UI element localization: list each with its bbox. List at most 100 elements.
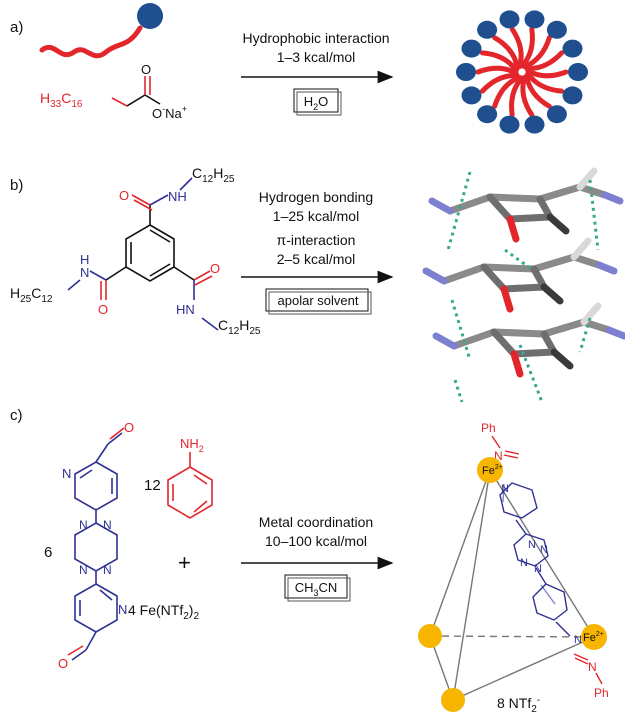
micelle-head <box>524 115 545 134</box>
svg-text:N: N <box>574 634 582 646</box>
micelle-tail <box>509 75 525 118</box>
panel-c-condition-2: 10–100 kcal/mol <box>265 533 367 549</box>
panel-c-condition-1: Metal coordination <box>259 514 373 530</box>
sodium-palmitate-structure: H33C16 O O-Na+ <box>40 62 187 121</box>
micelle-head <box>524 10 545 29</box>
surfactant-head-icon <box>137 3 163 29</box>
micelle-tail <box>525 71 565 94</box>
micelle-icon <box>456 10 588 134</box>
panel-b: b) O NH C12H25 O H N <box>10 165 625 403</box>
svg-text:N: N <box>103 518 112 532</box>
micelle-head <box>568 63 588 81</box>
panel-a-condition-1: Hydrophobic interaction <box>242 30 389 46</box>
svg-text:O: O <box>124 420 134 435</box>
bispyridyl-tetrazine-ligand <box>67 427 125 661</box>
micelle-tail <box>519 26 535 69</box>
cage-vertex-left <box>418 624 442 648</box>
panel-b-condition-1: Hydrogen bonding <box>259 189 373 205</box>
hydrogen-bond-line <box>588 179 600 251</box>
micelle-head <box>546 105 567 124</box>
counterion-label: 8 NTf2- <box>497 695 540 715</box>
svg-text:O: O <box>119 188 129 203</box>
panel-b-solvent: apolar solvent <box>278 293 359 308</box>
micelle-head <box>546 20 567 39</box>
micelle-head <box>461 86 482 105</box>
cage-vertex-fe-right <box>581 624 607 650</box>
svg-text:N: N <box>540 544 548 556</box>
cage-vertex-bottom <box>441 688 465 712</box>
hydrogen-bond-line <box>578 317 592 353</box>
panel-b-label: b) <box>10 177 23 194</box>
micelle-tail <box>479 73 520 94</box>
svg-text:N: N <box>534 563 542 575</box>
micelle-tail <box>475 65 519 76</box>
svg-text:H33C16: H33C16 <box>40 90 83 110</box>
hydrogen-bond-line <box>453 379 464 403</box>
supramolecular-stack-icon <box>422 167 625 403</box>
hydrogen-bond-line <box>450 299 472 361</box>
svg-text:H: H <box>80 252 89 267</box>
btam-structure: O NH C12H25 O H N H25C12 O HN <box>10 165 261 337</box>
svg-text:O: O <box>141 62 151 77</box>
micelle-head <box>499 10 520 29</box>
micelle-tail <box>479 50 519 73</box>
panel-c-label: c) <box>10 407 23 424</box>
panel-c: c) 6 O O N N N N N <box>10 407 609 715</box>
ligand-coefficient: 6 <box>44 544 52 561</box>
micelle-head <box>477 20 498 39</box>
svg-text:N: N <box>588 660 597 674</box>
panel-a-solvent-box <box>293 88 339 113</box>
svg-text:O: O <box>210 261 220 276</box>
panel-c-solvent: CH3CN <box>295 580 338 598</box>
micelle-head <box>461 39 482 58</box>
svg-text:N: N <box>501 483 509 495</box>
stack-layer <box>422 237 618 313</box>
surfactant-tail-icon <box>39 25 143 59</box>
aniline-nh2: NH2 <box>180 436 204 454</box>
micelle-head <box>477 105 498 124</box>
panel-b-solvent-box <box>265 288 369 312</box>
hydrogen-bond-line <box>504 248 531 270</box>
svg-text:N: N <box>79 518 88 532</box>
micelle-head <box>499 115 520 134</box>
panel-a: a) H33C16 O O-Na+ Hydrophobic interactio… <box>10 3 588 134</box>
svg-text:N: N <box>62 466 71 481</box>
aniline-coefficient: 12 <box>144 477 161 494</box>
cage-ph-bottom: Ph <box>594 686 609 700</box>
micelle-tail <box>509 26 524 69</box>
micelle-tail <box>492 74 522 109</box>
micelle-tail <box>525 68 569 79</box>
svg-text:N: N <box>103 563 112 577</box>
aniline-structure <box>167 452 213 519</box>
micelle-tail <box>524 50 565 71</box>
panel-b-condition-3: π-interaction <box>277 232 356 248</box>
svg-text:N: N <box>528 539 536 551</box>
panel-b-condition-4: 2–5 kcal/mol <box>277 251 356 267</box>
svg-text:HN: HN <box>176 302 195 317</box>
svg-text:O: O <box>98 302 108 317</box>
micelle-tail <box>524 73 552 109</box>
hydrogen-bond-line <box>518 344 544 403</box>
micelle-head <box>456 63 476 81</box>
tetrahedral-cage: N N N N N N Ph N N Ph Fe2+ <box>418 421 609 715</box>
panel-a-solvent: H2O <box>304 94 329 112</box>
svg-text:O-Na+: O-Na+ <box>152 104 187 121</box>
svg-text:Fe2+: Fe2+ <box>482 464 503 477</box>
plus-sign: + <box>178 550 191 575</box>
stack-layer <box>428 167 624 243</box>
stack-layer <box>432 302 625 378</box>
svg-text:Fe2+: Fe2+ <box>583 631 604 644</box>
micelle-head <box>562 86 583 105</box>
panel-b-condition-2: 1–25 kcal/mol <box>273 208 359 224</box>
panel-a-condition-2: 1–3 kcal/mol <box>277 49 356 65</box>
svg-text:C12H25: C12H25 <box>218 317 261 337</box>
svg-text:H25C12: H25C12 <box>10 285 53 305</box>
micelle-head <box>562 39 583 58</box>
svg-text:N: N <box>118 602 127 617</box>
panel-c-solvent-box <box>284 574 348 599</box>
svg-text:C12H25: C12H25 <box>192 165 235 185</box>
micelle-tail <box>492 35 520 71</box>
svg-text:N: N <box>79 563 88 577</box>
